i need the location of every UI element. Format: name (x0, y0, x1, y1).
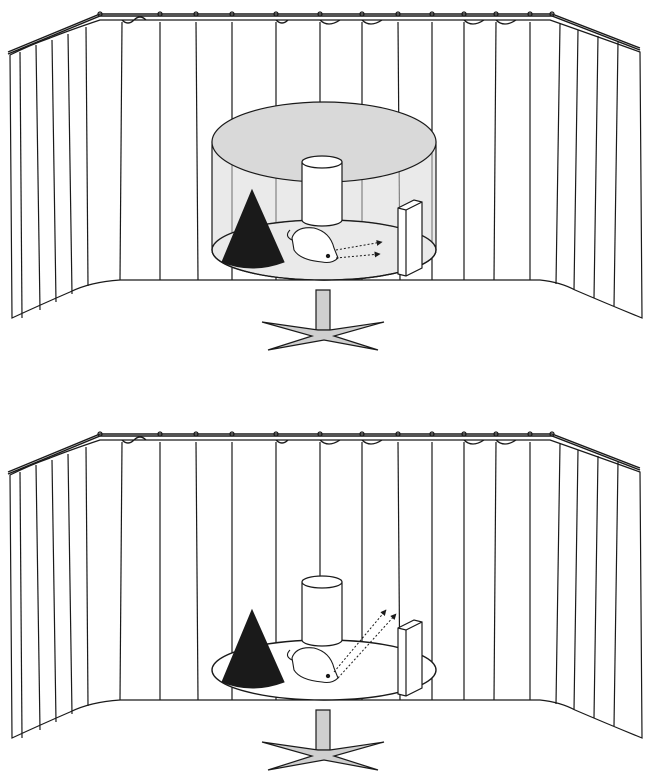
pedestal-base (262, 710, 384, 770)
bottom-panel (8, 432, 642, 770)
cylinder-object (302, 156, 342, 226)
block-object (398, 200, 422, 276)
cylinder-object (302, 576, 342, 646)
top-panel (8, 12, 642, 350)
block-object (398, 620, 422, 696)
pedestal-base (262, 290, 384, 350)
